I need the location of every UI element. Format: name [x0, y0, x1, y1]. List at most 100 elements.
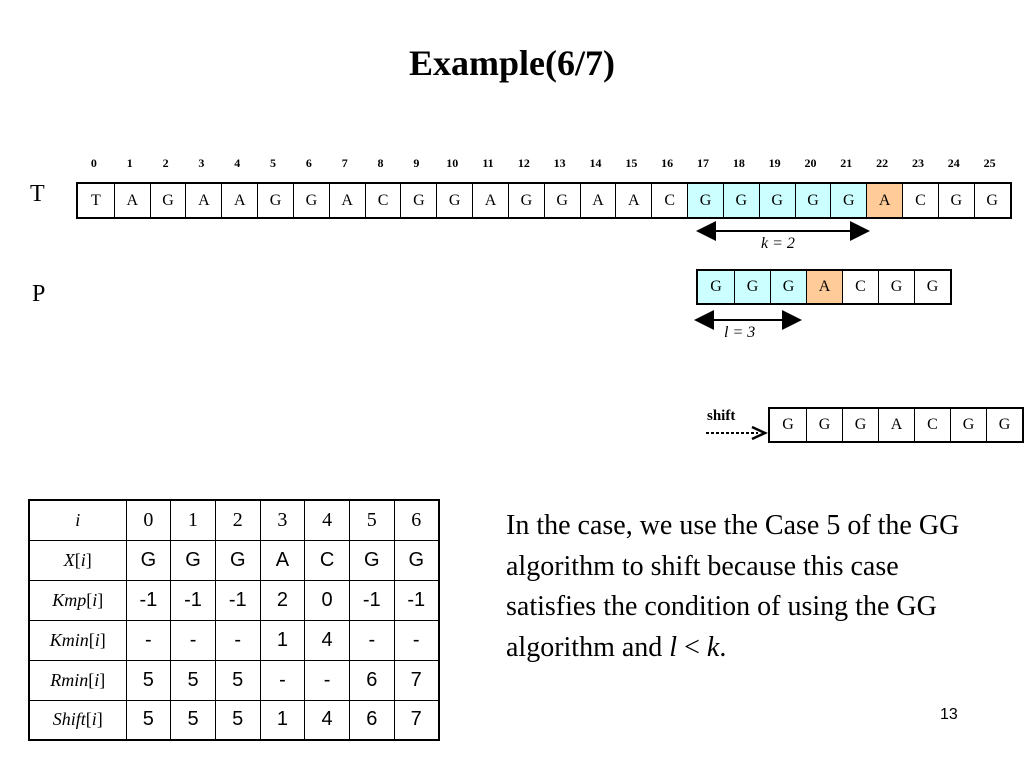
table-cell: - — [214, 619, 261, 661]
table-cell: 0 — [304, 579, 350, 621]
table-cell: -1 — [125, 579, 172, 621]
table-cell: 5 — [170, 659, 216, 701]
text-index: 12 — [517, 156, 530, 170]
sequence-cell: G — [830, 184, 867, 217]
table-cell: 5 — [125, 659, 172, 701]
table-cell: - — [304, 659, 350, 701]
sequence-cell: G — [543, 184, 580, 217]
shift-label: shift — [707, 408, 736, 424]
table-cell: 2 — [214, 499, 261, 541]
sequence-cell: G — [734, 271, 770, 303]
explanation-text: In the case, we use the Case 5 of the GG… — [506, 506, 986, 668]
sequence-cell: A — [866, 184, 903, 217]
table-cell: 5 — [125, 699, 172, 741]
sequence-cell: G — [794, 184, 831, 217]
text-index: 6 — [305, 156, 312, 170]
slide-title: Example(6/7) — [409, 43, 615, 83]
table-cell: G — [170, 539, 216, 581]
sequence-cell: G — [149, 184, 186, 217]
table-cell: G — [214, 539, 261, 581]
sequence-cell: A — [472, 184, 508, 217]
text-index: 1 — [126, 156, 133, 170]
table-cell: 3 — [259, 499, 306, 541]
table-cell: C — [304, 539, 350, 581]
row-header: Shift[i] — [28, 699, 127, 741]
text-index: 17 — [696, 156, 709, 170]
k-label: k = 2 — [761, 235, 795, 252]
table-cell: 2 — [259, 579, 306, 621]
sequence-cell: A — [579, 184, 616, 217]
text-index: 19 — [768, 156, 781, 170]
sequence-cell: A — [221, 184, 257, 217]
sequence-cell: C — [842, 271, 878, 303]
table-cell: 5 — [170, 699, 216, 741]
sequence-cell: C — [364, 184, 401, 217]
sequence-cell: G — [292, 184, 329, 217]
table-cell: - — [170, 619, 216, 661]
table-cell: 6 — [393, 499, 440, 541]
sequence-cell: G — [770, 271, 806, 303]
sequence-cell: G — [722, 184, 759, 217]
table-cell: 7 — [393, 659, 440, 701]
text-index: 24 — [947, 156, 960, 170]
sequence-cell: A — [185, 184, 221, 217]
sequence-cell: A — [806, 271, 842, 303]
table-cell: G — [393, 539, 440, 581]
page-number: 13 — [940, 706, 958, 723]
table-cell: 1 — [259, 619, 306, 661]
condition-l: l — [669, 631, 678, 663]
sequence-cell: G — [758, 184, 795, 217]
table-cell: 1 — [259, 699, 306, 741]
condition-k: k — [706, 631, 720, 663]
text-index: 3 — [198, 156, 205, 170]
text-index: 10 — [446, 156, 459, 170]
sequence-cell: G — [950, 409, 986, 441]
sequence-cell: G — [507, 184, 544, 217]
table-cell: 5 — [348, 499, 395, 541]
row-header: Kmp[i] — [28, 579, 127, 621]
text-index: 7 — [341, 156, 348, 170]
sequence-cell: G — [782, 416, 794, 433]
text-index: 23 — [911, 156, 924, 170]
text-row-label: T — [30, 181, 45, 207]
row-header: i — [28, 499, 127, 541]
sequence-cell: G — [937, 184, 974, 217]
sequence-cell: C — [902, 184, 938, 217]
table-cell: -1 — [348, 579, 395, 621]
text-index: 25 — [983, 156, 996, 170]
sequence-cell: G — [986, 409, 1022, 441]
text-index: 18 — [732, 156, 745, 170]
sequence-cell: G — [400, 184, 436, 217]
l-label: l = 3 — [724, 324, 756, 341]
sequence-cell: G — [914, 271, 950, 303]
sequence-cell: G — [698, 271, 734, 303]
text-index: 13 — [553, 156, 566, 170]
pattern-row-label: P — [32, 281, 46, 307]
table-cell: G — [348, 539, 395, 581]
table-cell: -1 — [393, 579, 440, 621]
table-cell: G — [125, 539, 172, 581]
table-cell: -1 — [170, 579, 216, 621]
table-cell: - — [125, 619, 172, 661]
table-cell: A — [259, 539, 306, 581]
text-index: 16 — [661, 156, 674, 170]
sequence-cell: G — [842, 409, 878, 441]
row-header: Rmin[i] — [28, 659, 127, 701]
text-index: 14 — [589, 156, 602, 170]
sequence-cell: C — [914, 409, 950, 441]
table-cell: 1 — [170, 499, 216, 541]
row-header: Kmin[i] — [28, 619, 127, 661]
table-cell: 7 — [393, 699, 440, 741]
text-index: 5 — [270, 156, 277, 170]
table-cell: 6 — [348, 699, 395, 741]
sequence-cell: A — [328, 184, 365, 217]
text-index: 21 — [840, 156, 853, 170]
